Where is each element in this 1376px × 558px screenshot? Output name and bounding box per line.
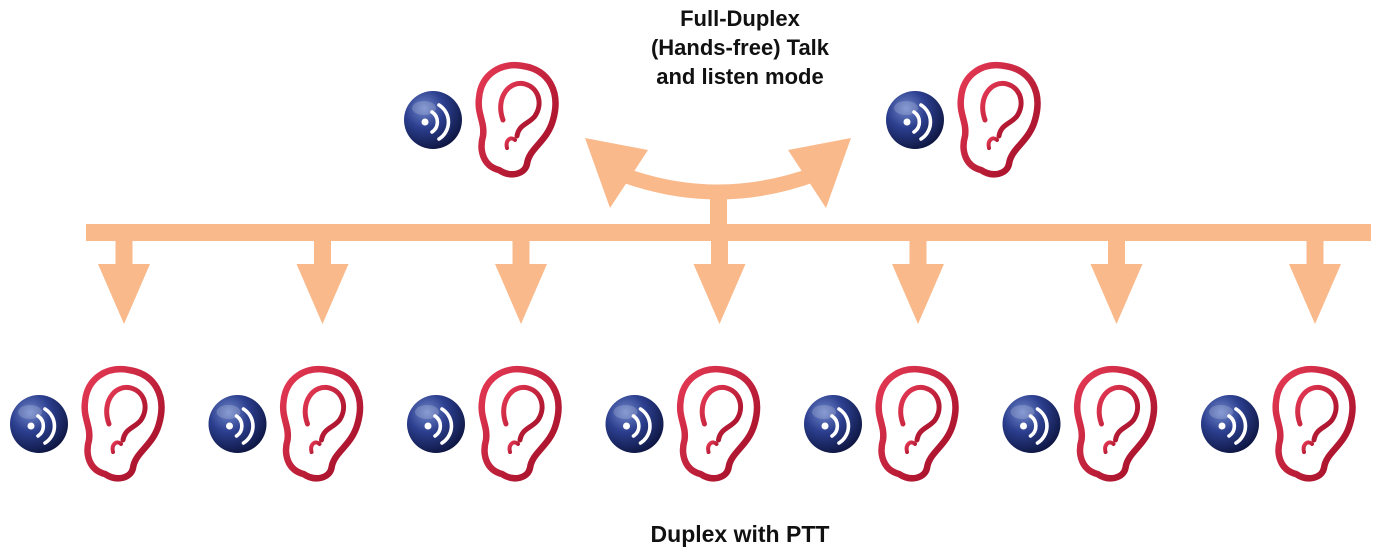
full-duplex-station-1 [404,65,555,174]
ptt-station-2 [209,369,360,478]
ptt-label: Duplex with PTT [650,521,830,547]
full-duplex-station-2 [886,65,1037,174]
ptt-station-3 [407,369,558,478]
speaker-icon-with-ear-icon [1201,369,1352,478]
down-arrow-6 [1090,236,1143,324]
ptt-stations [10,369,1352,478]
speaker-icon-with-ear-icon [1003,369,1154,478]
speaker-icon-with-ear-icon [404,65,555,174]
down-arrow-7 [1289,236,1341,324]
full-duplex-label-line-1: Full-Duplex [680,6,800,31]
ptt-station-1 [10,369,161,478]
speaker-icon-with-ear-icon [606,369,757,478]
down-arrow-2 [296,236,349,324]
ptt-station-7 [1201,369,1352,478]
down-arrow-3 [495,236,547,324]
full-duplex-double-arrow [585,138,851,230]
down-arrow-5 [892,236,944,324]
speaker-icon-with-ear-icon [209,369,360,478]
speaker-icon-with-ear-icon [407,369,558,478]
speaker-icon-with-ear-icon [10,369,161,478]
full-duplex-label: Full-Duplex (Hands-free) Talk and listen… [580,4,900,91]
ptt-station-5 [804,369,955,478]
ptt-station-6 [1003,369,1154,478]
down-arrow-4 [693,236,746,324]
full-duplex-label-line-3: and listen mode [656,64,824,89]
down-arrow-1 [98,236,150,324]
speaker-icon-with-ear-icon [886,65,1037,174]
down-arrows [98,236,1341,324]
bus-bar [86,224,1371,241]
ptt-station-4 [606,369,757,478]
speaker-icon-with-ear-icon [804,369,955,478]
full-duplex-label-line-2: (Hands-free) Talk [650,35,830,60]
